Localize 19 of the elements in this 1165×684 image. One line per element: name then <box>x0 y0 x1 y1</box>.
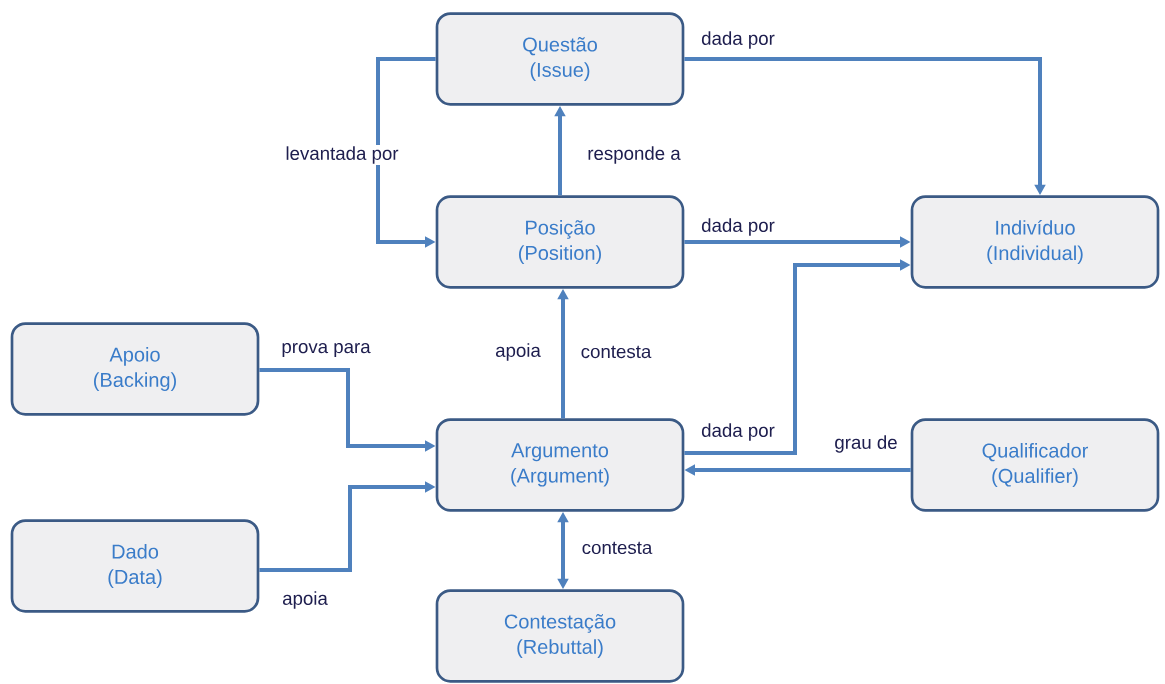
edge-label: levantada por <box>284 144 400 166</box>
edge-label: contesta <box>580 540 654 556</box>
edge-label: prova para <box>280 341 372 359</box>
concept-box: Apoio (Backing) <box>10 322 260 416</box>
concept-box: Contestação (Rebuttal) <box>435 589 685 683</box>
edge-label: responde a <box>585 144 683 166</box>
edge-label: dada por <box>699 421 777 443</box>
edge-label: apoia <box>493 341 543 363</box>
concept-box: Argumento (Argument) <box>435 418 685 512</box>
edge-label: apoia <box>280 589 330 611</box>
edge-label: dada por <box>699 216 777 238</box>
relation-text: contesta <box>579 344 653 360</box>
concept-box: Dado (Data) <box>10 519 260 613</box>
edge-label: dada por <box>699 29 777 51</box>
concept-box: Qualificador (Qualifier) <box>910 418 1160 512</box>
concept-box: Questão (Issue) <box>435 12 685 106</box>
edge-label: grau de <box>833 433 899 455</box>
concept-box: Posição (Position) <box>435 195 685 289</box>
concept-box: Indivíduo (Individual) <box>910 195 1160 289</box>
